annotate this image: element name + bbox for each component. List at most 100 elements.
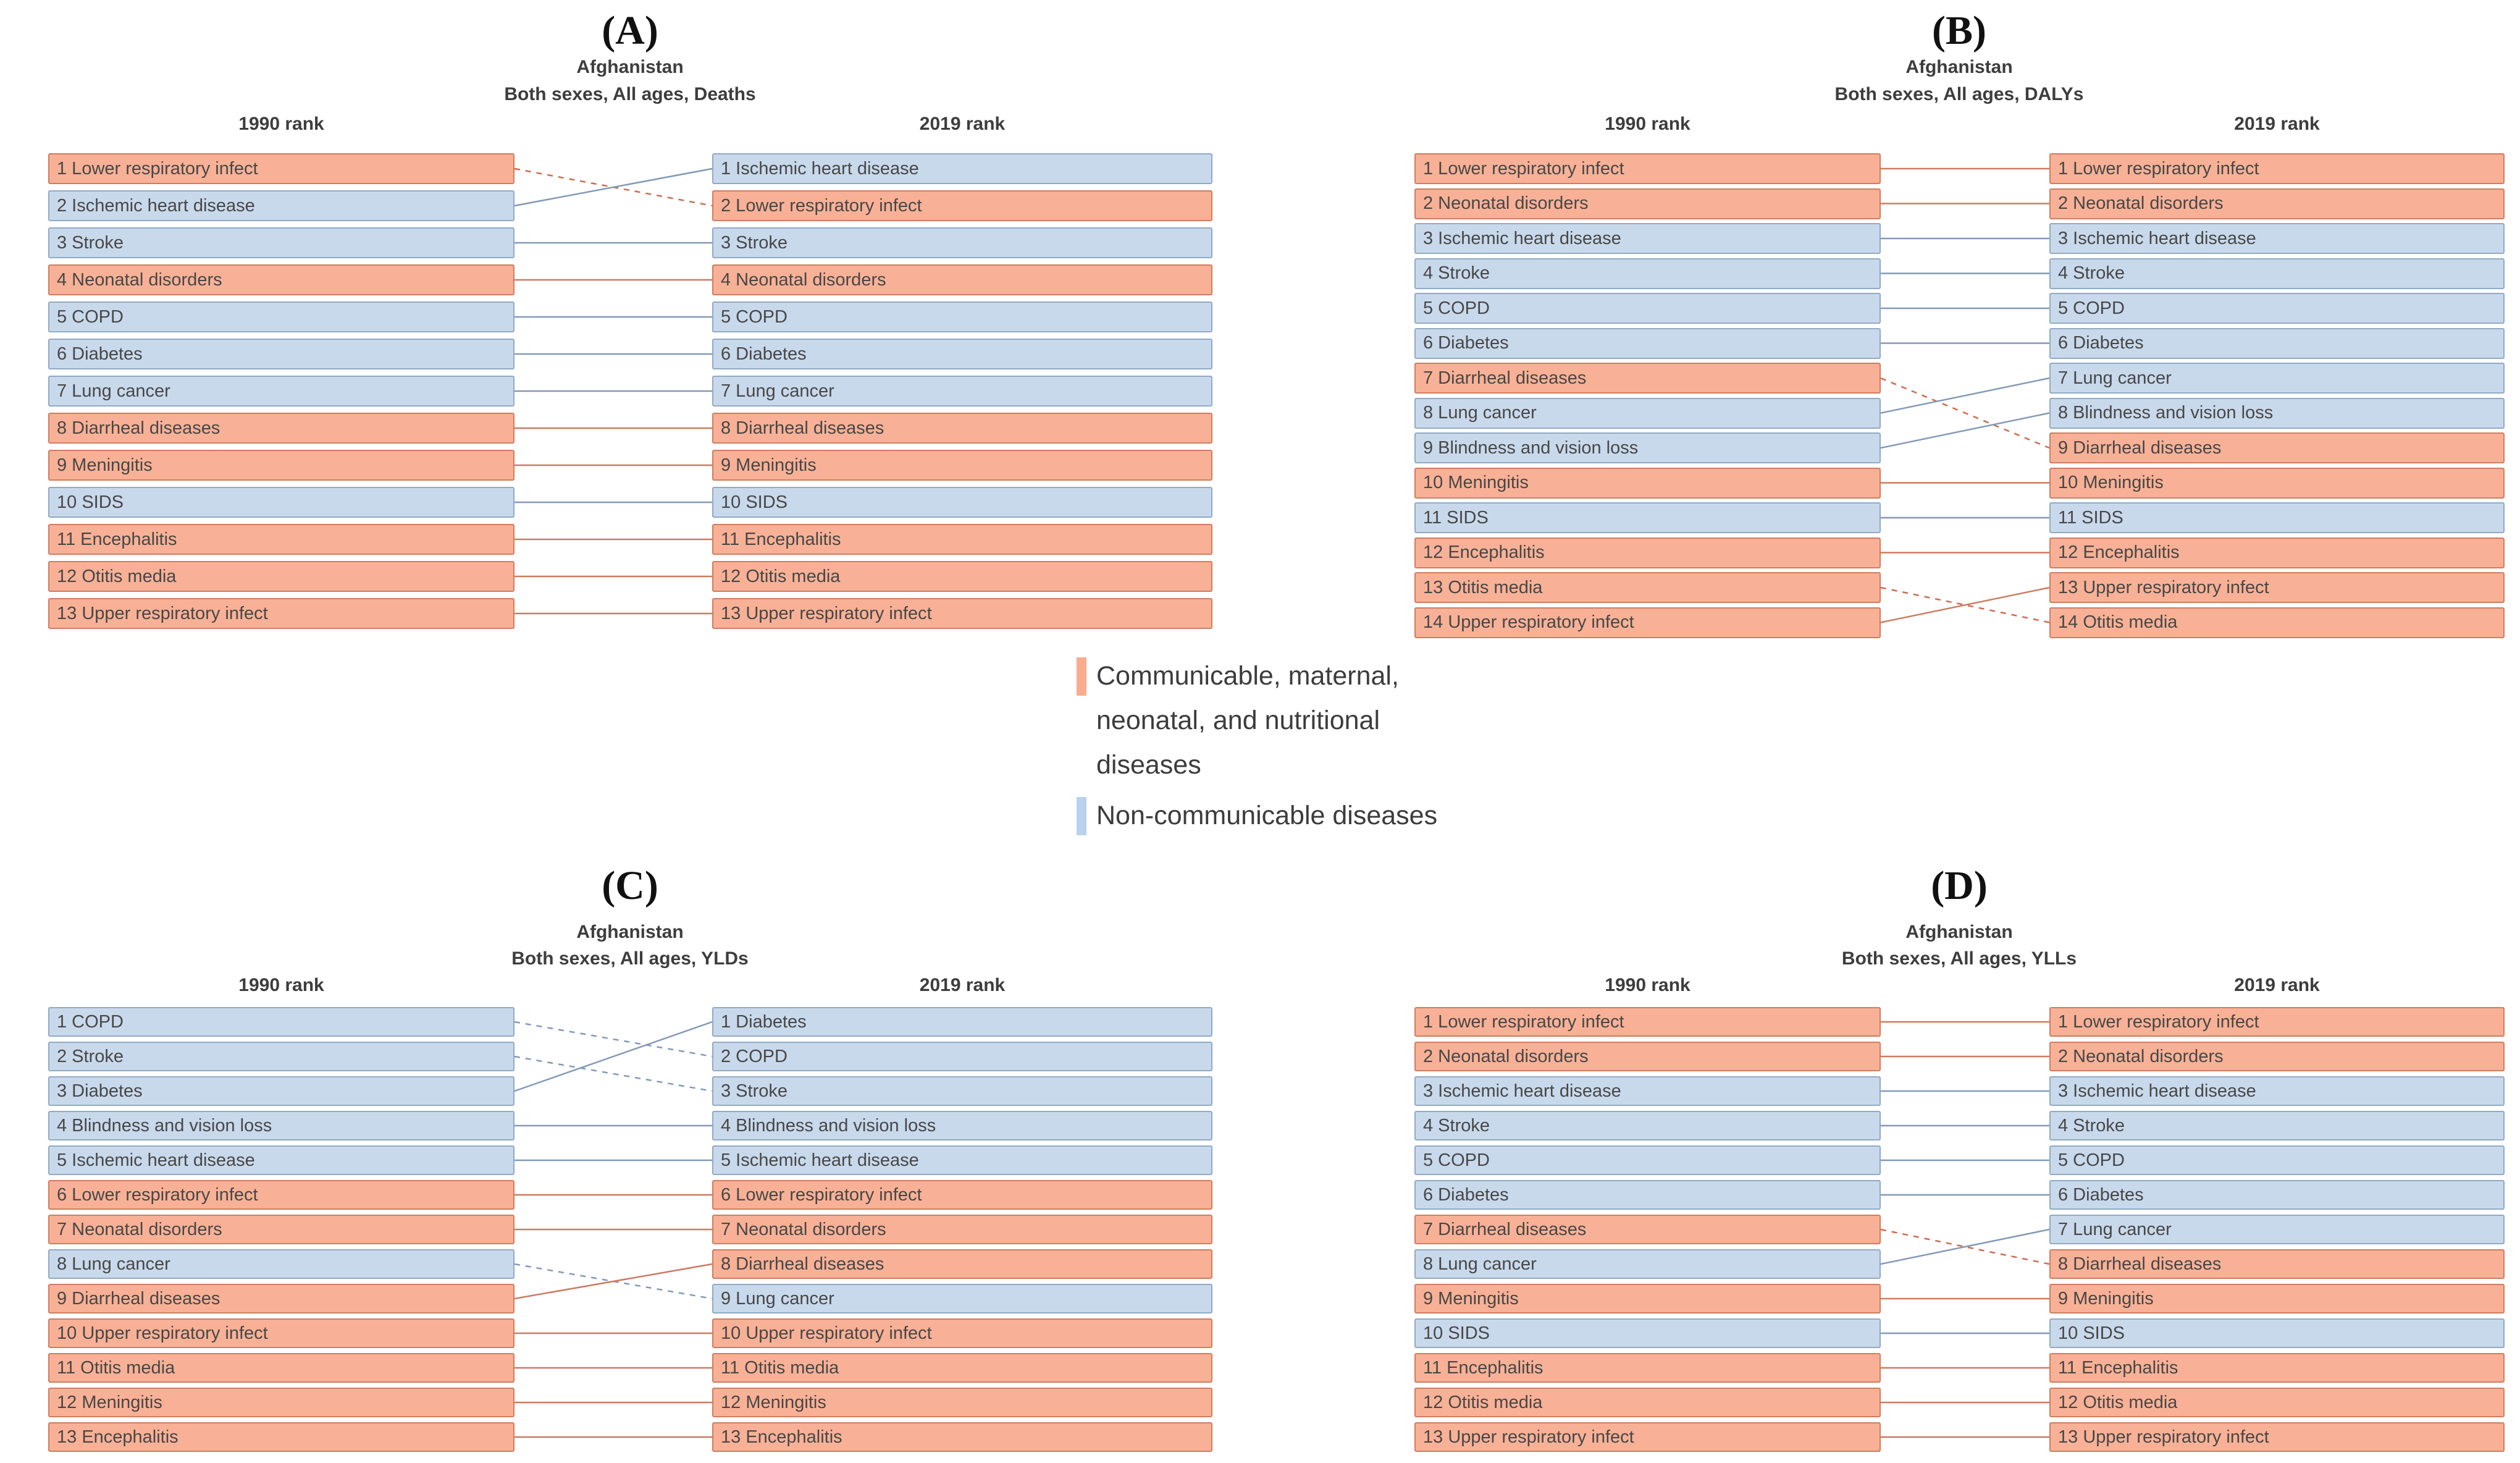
rank-box: 5 COPD [1414, 293, 1881, 324]
rank-label: 5 COPD [2058, 1150, 2125, 1170]
rank-label: 3 Stroke [57, 232, 124, 253]
rank-box: 7 Lung cancer [2049, 363, 2505, 394]
rank-box: 10 Upper respiratory infect [712, 1318, 1212, 1348]
rank-box: 11 SIDS [2049, 502, 2505, 533]
rank-box: 5 Ischemic heart disease [712, 1145, 1212, 1175]
rank-label: 8 Lung cancer [1423, 403, 1537, 423]
rank-box: 1 COPD [48, 1007, 514, 1037]
rank-label: 9 Meningitis [721, 455, 817, 475]
rank-label: 7 Lung cancer [2058, 1219, 2172, 1239]
panel-b-header-1990: 1990 rank [1605, 114, 1690, 134]
rank-link [1880, 377, 2050, 449]
rank-label: 10 Meningitis [2058, 473, 2164, 492]
rank-label: 3 Diabetes [57, 1081, 143, 1101]
rank-box: 14 Otitis media [2049, 607, 2505, 638]
rank-box: 7 Diarrheal diseases [1414, 1215, 1881, 1244]
rank-box: 8 Diarrheal diseases [712, 1249, 1212, 1279]
rank-link [1880, 1228, 2050, 1265]
rank-label: 12 Otitis media [721, 566, 841, 586]
rank-label: 9 Lung cancer [721, 1288, 834, 1309]
rank-box: 4 Stroke [2049, 1111, 2505, 1140]
rank-label: 6 Diabetes [2058, 333, 2144, 353]
rank-box: 2 Ischemic heart disease [48, 190, 514, 221]
rank-label: 6 Diabetes [1423, 1184, 1509, 1205]
rank-box: 3 Ischemic heart disease [2049, 1076, 2505, 1106]
rank-box: 12 Encephalitis [1414, 537, 1881, 568]
rank-box: 1 Lower respiratory infect [1414, 1007, 1881, 1037]
rank-label: 6 Lower respiratory infect [721, 1184, 922, 1205]
rank-box: 2 COPD [712, 1042, 1212, 1071]
rank-box: 6 Diabetes [2049, 327, 2505, 359]
rank-label: 6 Diabetes [721, 344, 807, 364]
rank-label: 11 SIDS [2058, 507, 2123, 528]
panel-b-subtitle: Both sexes, All ages, DALYs [1834, 84, 2084, 104]
rank-label: 10 SIDS [57, 492, 124, 512]
panel-d-header-1990: 1990 rank [1605, 975, 1690, 995]
rank-label: 7 Lung cancer [2058, 368, 2172, 388]
rank-label: 8 Diarrheal diseases [721, 418, 884, 438]
rank-box: 13 Upper respiratory infect [48, 598, 514, 629]
rank-label: 3 Ischemic heart disease [1423, 228, 1621, 248]
panel-c-header-2019: 2019 rank [919, 975, 1006, 995]
rank-box: 4 Stroke [1414, 1111, 1881, 1140]
rank-label: 13 Encephalitis [721, 1427, 842, 1447]
rank-box: 12 Otitis media [2049, 1388, 2505, 1417]
rank-link [1880, 586, 2050, 623]
rank-label: 4 Blindness and vision loss [57, 1115, 272, 1136]
rank-box: 1 Lower respiratory infect [48, 153, 514, 184]
rank-label: 3 Ischemic heart disease [2058, 1081, 2256, 1101]
rank-label: 6 Diabetes [57, 344, 143, 364]
rank-label: 7 Lung cancer [721, 381, 834, 401]
panel-a-header-1990: 1990 rank [238, 114, 324, 134]
rank-box: 8 Lung cancer [1414, 1249, 1881, 1279]
rank-box: 2 Neonatal disorders [2049, 188, 2505, 219]
rank-label: 10 Upper respiratory infect [721, 1323, 932, 1343]
rank-box: 12 Otitis media [1414, 1388, 1881, 1417]
rank-label: 4 Stroke [2058, 263, 2125, 283]
rank-label: 5 Ischemic heart disease [721, 1150, 919, 1170]
rank-box: 9 Meningitis [1414, 1284, 1881, 1313]
rank-box: 4 Blindness and vision loss [712, 1111, 1212, 1140]
panel-a-subtitle: Both sexes, All ages, Deaths [504, 84, 756, 104]
rank-box: 9 Meningitis [712, 450, 1212, 481]
panel-b-header-2019: 2019 rank [2234, 114, 2320, 134]
rank-box: 3 Stroke [48, 227, 514, 258]
rank-label: 9 Meningitis [1423, 1288, 1519, 1309]
rank-label: 6 Diabetes [2058, 1184, 2144, 1205]
rank-label: 4 Stroke [1423, 263, 1490, 283]
rank-box: 8 Lung cancer [1414, 397, 1881, 429]
rank-label: 2 Ischemic heart disease [57, 195, 255, 216]
panel-a-rank-links [514, 167, 713, 615]
rank-label: 13 Upper respiratory infect [2058, 577, 2269, 597]
rank-label: 3 Stroke [721, 232, 788, 253]
rank-label: 12 Encephalitis [2058, 542, 2180, 562]
rank-label: 9 Diarrheal diseases [57, 1288, 220, 1309]
rank-box: 3 Stroke [712, 227, 1212, 258]
rank-label: 5 COPD [57, 306, 124, 327]
rank-label: 14 Upper respiratory infect [1423, 612, 1634, 632]
rank-link [514, 167, 713, 207]
rank-label: 11 Encephalitis [2058, 1357, 2178, 1378]
communicable-color-swatch [1077, 657, 1086, 696]
rank-label: 11 Encephalitis [1423, 1357, 1544, 1378]
rank-label: 3 Ischemic heart disease [1423, 1081, 1621, 1101]
rank-box: 1 Ischemic heart disease [712, 153, 1212, 184]
panel-b-label: (B) [1932, 8, 1986, 53]
rank-label: 5 Ischemic heart disease [57, 1150, 255, 1170]
rank-box: 4 Blindness and vision loss [48, 1111, 514, 1140]
rank-box: 1 Lower respiratory infect [2049, 153, 2505, 184]
rank-box: 4 Neonatal disorders [48, 264, 514, 295]
rank-label: 7 Diarrheal diseases [1423, 1219, 1587, 1239]
rank-box: 7 Neonatal disorders [712, 1215, 1212, 1244]
panel-d-rank-links [1880, 1021, 2050, 1438]
rank-label: 11 Encephalitis [721, 529, 841, 549]
rank-link [514, 1021, 713, 1092]
rank-box: 3 Ischemic heart disease [1414, 1076, 1881, 1106]
rank-box: 6 Diabetes [2049, 1180, 2505, 1210]
